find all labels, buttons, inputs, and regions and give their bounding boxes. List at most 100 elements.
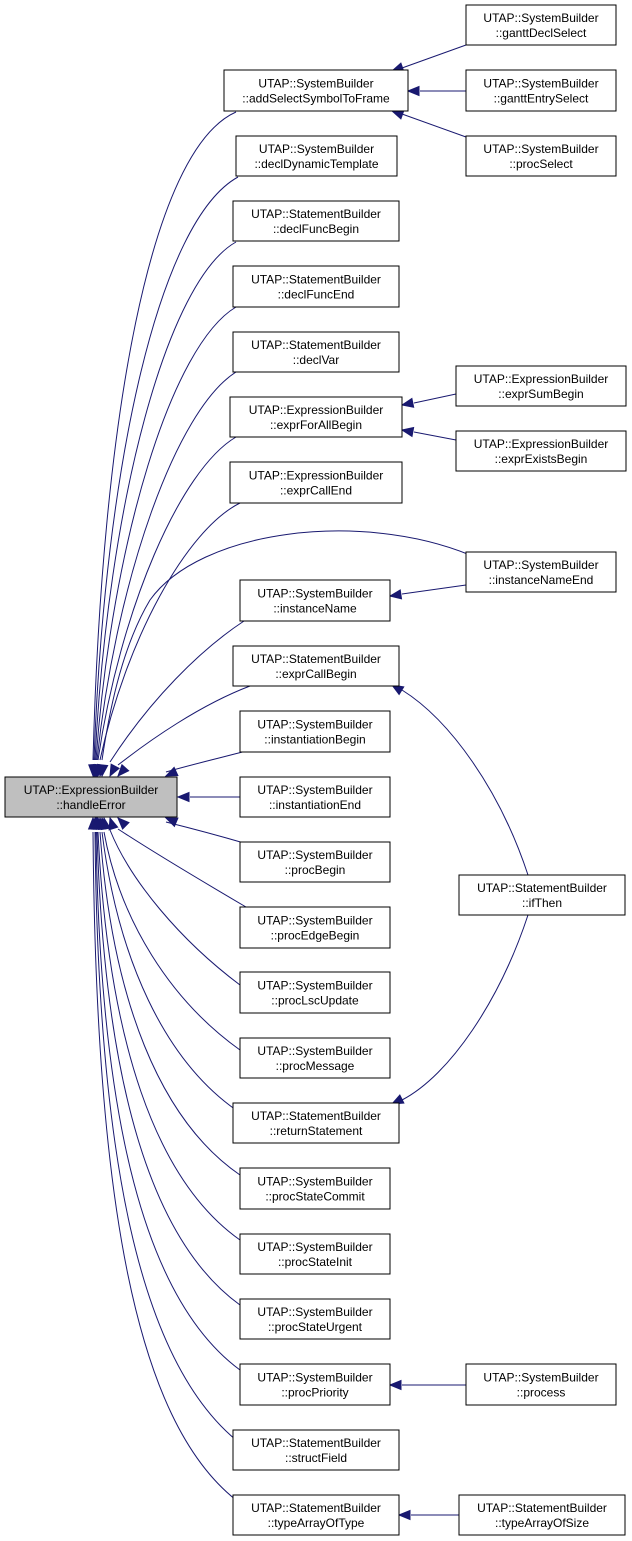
node-procLscUpdate[interactable]: UTAP::SystemBuilder::procLscUpdate bbox=[239, 971, 391, 1014]
edge-line bbox=[109, 620, 245, 763]
edge-arrowhead-icon bbox=[406, 85, 420, 97]
node-declFuncBegin[interactable]: UTAP::StatementBuilder::declFuncBegin bbox=[232, 200, 400, 242]
nodes-layer: UTAP::ExpressionBuilder::handleErrorUTAP… bbox=[4, 4, 627, 1536]
node-typeArrayOfSize[interactable]: UTAP::StatementBuilder::typeArrayOfSize bbox=[458, 1494, 626, 1536]
node-box bbox=[239, 841, 391, 883]
edge-process-to-procPriority bbox=[388, 1379, 466, 1391]
node-returnStatement[interactable]: UTAP::StatementBuilder::returnStatement bbox=[232, 1102, 400, 1144]
node-method-label: ::exprCallEnd bbox=[280, 484, 352, 498]
node-class-label: UTAP::StatementBuilder bbox=[251, 1436, 381, 1450]
node-method-label: ::procStateCommit bbox=[265, 1190, 365, 1204]
node-box bbox=[239, 1298, 391, 1340]
node-addSelectSymbolToFrame[interactable]: UTAP::SystemBuilder::addSelectSymbolToFr… bbox=[223, 69, 409, 112]
node-box bbox=[232, 265, 400, 308]
node-procBegin[interactable]: UTAP::SystemBuilder::procBegin bbox=[239, 841, 391, 883]
node-class-label: UTAP::SystemBuilder bbox=[257, 718, 372, 732]
edge-line bbox=[401, 44, 467, 69]
node-method-label: ::procSelect bbox=[509, 157, 573, 171]
node-box bbox=[465, 551, 617, 593]
node-structField[interactable]: UTAP::StatementBuilder::structField bbox=[232, 1429, 400, 1471]
edge-line bbox=[165, 750, 247, 773]
node-method-label: ::exprCallBegin bbox=[275, 667, 356, 681]
node-method-label: ::procStateInit bbox=[278, 1255, 353, 1269]
node-procStateCommit[interactable]: UTAP::SystemBuilder::procStateCommit bbox=[239, 1167, 391, 1210]
node-procStateInit[interactable]: UTAP::SystemBuilder::procStateInit bbox=[239, 1233, 391, 1275]
edge-ganttDeclSelect-to-addSelectSymbolToFrame bbox=[390, 44, 467, 73]
node-class-label: UTAP::SystemBuilder bbox=[257, 1305, 372, 1319]
node-class-label: UTAP::SystemBuilder bbox=[483, 11, 598, 25]
node-declVar[interactable]: UTAP::StatementBuilder::declVar bbox=[232, 331, 400, 373]
edge-line bbox=[95, 831, 241, 1371]
node-class-label: UTAP::StatementBuilder bbox=[477, 1501, 607, 1515]
node-box bbox=[232, 1102, 400, 1144]
node-ifThen[interactable]: UTAP::StatementBuilder::ifThen bbox=[458, 874, 626, 916]
node-exprCallEnd[interactable]: UTAP::ExpressionBuilder::exprCallEnd bbox=[229, 461, 403, 504]
node-declDynamicTemplate[interactable]: UTAP::SystemBuilder::declDynamicTemplate bbox=[235, 135, 398, 177]
node-root[interactable]: UTAP::ExpressionBuilder::handleError bbox=[4, 776, 178, 818]
edge-line bbox=[99, 831, 241, 1176]
node-method-label: ::procLscUpdate bbox=[271, 994, 359, 1008]
edge-arrowhead-icon bbox=[176, 791, 190, 803]
edge-line bbox=[97, 831, 241, 1241]
node-instanceName[interactable]: UTAP::SystemBuilder::instanceName bbox=[239, 579, 391, 622]
node-class-label: UTAP::SystemBuilder bbox=[257, 1175, 372, 1189]
edge-ganttEntrySelect-to-addSelectSymbolToFrame bbox=[406, 85, 466, 97]
node-method-label: ::procStateUrgent bbox=[268, 1320, 363, 1334]
node-box bbox=[232, 200, 400, 242]
node-class-label: UTAP::ExpressionBuilder bbox=[24, 783, 159, 797]
node-exprExistsBegin[interactable]: UTAP::ExpressionBuilder::exprExistsBegin bbox=[455, 430, 627, 472]
edge-line bbox=[99, 502, 241, 761]
node-class-label: UTAP::StatementBuilder bbox=[251, 652, 381, 666]
node-ganttDeclSelect[interactable]: UTAP::SystemBuilder::ganttDeclSelect bbox=[465, 4, 617, 46]
edge-line bbox=[103, 831, 241, 1051]
node-procPriority[interactable]: UTAP::SystemBuilder::procPriority bbox=[239, 1363, 391, 1406]
node-box bbox=[232, 1429, 400, 1471]
node-class-label: UTAP::ExpressionBuilder bbox=[249, 403, 384, 417]
node-method-label: ::handleError bbox=[56, 798, 125, 812]
node-instantiationBegin[interactable]: UTAP::SystemBuilder::instantiationBegin bbox=[239, 710, 391, 753]
edge-addSelectSymbolToFrame-to-root bbox=[88, 111, 237, 778]
edge-declVar-to-root bbox=[92, 371, 237, 778]
node-procMessage[interactable]: UTAP::SystemBuilder::procMessage bbox=[239, 1037, 391, 1079]
node-method-label: ::instanceNameEnd bbox=[489, 573, 594, 587]
node-box bbox=[235, 135, 398, 177]
node-class-label: UTAP::StatementBuilder bbox=[477, 881, 607, 895]
edge-arrowhead-icon bbox=[109, 763, 120, 778]
node-procSelect[interactable]: UTAP::SystemBuilder::procSelect bbox=[465, 135, 617, 177]
edge-procSelect-to-addSelectSymbolToFrame bbox=[390, 109, 467, 138]
node-box bbox=[458, 874, 626, 916]
node-exprSumBegin[interactable]: UTAP::ExpressionBuilder::exprSumBegin bbox=[455, 365, 627, 407]
node-method-label: ::returnStatement bbox=[270, 1124, 363, 1138]
node-class-label: UTAP::SystemBuilder bbox=[257, 979, 372, 993]
node-method-label: ::process bbox=[517, 1386, 566, 1400]
node-procEdgeBegin[interactable]: UTAP::SystemBuilder::procEdgeBegin bbox=[239, 906, 391, 949]
edge-line bbox=[413, 431, 457, 441]
node-box bbox=[239, 971, 391, 1014]
node-declFuncEnd[interactable]: UTAP::StatementBuilder::declFuncEnd bbox=[232, 265, 400, 308]
node-class-label: UTAP::StatementBuilder bbox=[251, 1109, 381, 1123]
node-exprForAllBegin[interactable]: UTAP::ExpressionBuilder::exprForAllBegin bbox=[229, 396, 403, 438]
edge-line bbox=[96, 371, 237, 761]
node-ganttEntrySelect[interactable]: UTAP::SystemBuilder::ganttEntrySelect bbox=[465, 69, 617, 112]
node-typeArrayOfType[interactable]: UTAP::StatementBuilder::typeArrayOfType bbox=[232, 1494, 400, 1536]
node-class-label: UTAP::SystemBuilder bbox=[257, 1371, 372, 1385]
node-instantiationEnd[interactable]: UTAP::SystemBuilder::instantiationEnd bbox=[239, 776, 391, 818]
node-box bbox=[465, 69, 617, 112]
node-exprCallBegin[interactable]: UTAP::StatementBuilder::exprCallBegin bbox=[232, 645, 400, 687]
edge-line bbox=[92, 831, 237, 1501]
node-method-label: ::exprForAllBegin bbox=[270, 418, 362, 432]
edge-line bbox=[117, 685, 251, 766]
edge-typeArrayOfType-to-root bbox=[87, 816, 237, 1501]
edge-instantiationEnd-to-root bbox=[176, 791, 240, 803]
node-method-label: ::instantiationBegin bbox=[264, 733, 365, 747]
edge-procStateCommit-to-root bbox=[95, 816, 241, 1176]
node-box bbox=[239, 1167, 391, 1210]
node-class-label: UTAP::SystemBuilder bbox=[257, 1044, 372, 1058]
node-procStateUrgent[interactable]: UTAP::SystemBuilder::procStateUrgent bbox=[239, 1298, 391, 1340]
node-instanceNameEnd[interactable]: UTAP::SystemBuilder::instanceNameEnd bbox=[465, 551, 617, 593]
node-class-label: UTAP::SystemBuilder bbox=[483, 558, 598, 572]
node-process[interactable]: UTAP::SystemBuilder::process bbox=[465, 1363, 617, 1406]
edge-line bbox=[96, 831, 241, 1306]
edge-ifThen-to-exprCallBegin bbox=[390, 684, 529, 876]
node-method-label: ::procEdgeBegin bbox=[271, 929, 360, 943]
